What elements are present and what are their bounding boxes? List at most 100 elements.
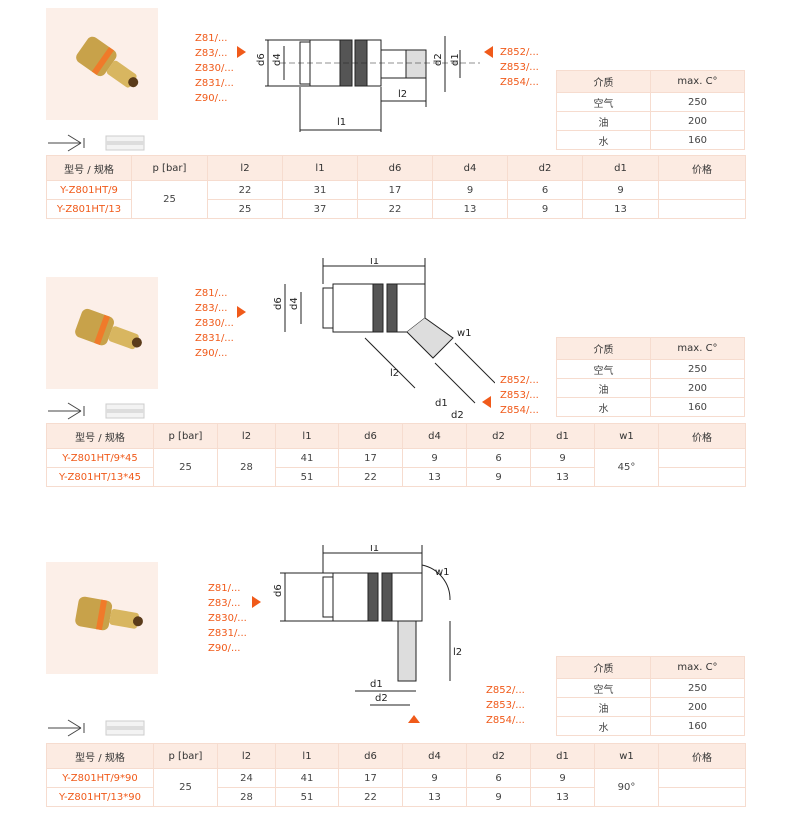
compatible-socket-link[interactable]: Z853/... — [486, 700, 525, 711]
column-header: l2 — [217, 743, 276, 769]
compatible-plug-link[interactable]: Z831/... — [208, 628, 247, 639]
column-header: l2 — [217, 423, 276, 449]
dimension-cell: 28 — [217, 787, 276, 807]
price-cell — [658, 199, 746, 219]
compatible-socket-link[interactable]: Z852/... — [500, 375, 539, 386]
column-header: 价格 — [658, 423, 746, 449]
price-cell — [658, 768, 746, 788]
column-header: 型号 / 规格 — [46, 155, 132, 181]
model-link[interactable]: Y-Z801HT/9 — [46, 180, 132, 200]
pressure-cell: 25 — [153, 448, 218, 487]
svg-text:l2: l2 — [390, 368, 399, 379]
model-link[interactable]: Y-Z801HT/9*45 — [46, 448, 154, 468]
price-cell — [658, 787, 746, 807]
dimension-cell: 13 — [402, 467, 467, 487]
svg-text:d6: d6 — [273, 297, 284, 310]
dimension-cell: 51 — [275, 787, 339, 807]
dimension-cell: 17 — [338, 448, 403, 468]
arrow-right-icon — [237, 46, 246, 58]
compatible-plug-link[interactable]: Z81/... — [195, 33, 228, 44]
svg-text:d6: d6 — [256, 53, 267, 66]
svg-text:w1: w1 — [435, 567, 450, 578]
compatible-plugs-list: Z81/... Z83/... Z830/... Z831/... Z90/... — [195, 286, 234, 361]
max-temp-cell: 200 — [650, 378, 745, 398]
dimension-cell: 9 — [466, 467, 531, 487]
dimension-cell: 25 — [207, 199, 283, 219]
svg-text:l1: l1 — [337, 117, 346, 128]
dimension-cell: 31 — [282, 180, 358, 200]
model-link[interactable]: Y-Z801HT/13*45 — [46, 467, 154, 487]
compatible-plug-link[interactable]: Z830/... — [208, 613, 247, 624]
compatible-socket-link[interactable]: Z854/... — [486, 715, 525, 726]
medium-cell: 空气 — [556, 678, 651, 698]
product-photo — [46, 8, 158, 120]
model-link[interactable]: Y-Z801HT/13 — [46, 199, 132, 219]
compatible-plug-link[interactable]: Z831/... — [195, 78, 234, 89]
compatible-socket-link[interactable]: Z854/... — [500, 405, 539, 416]
svg-text:w1: w1 — [457, 328, 472, 339]
svg-text:d6: d6 — [273, 584, 284, 597]
arrow-right-icon — [252, 596, 261, 608]
svg-text:l1: l1 — [370, 545, 379, 554]
dimension-cell: 22 — [338, 467, 403, 487]
compatible-socket-link[interactable]: Z852/... — [486, 685, 525, 696]
compatible-socket-link[interactable]: Z853/... — [500, 390, 539, 401]
column-header: d2 — [466, 743, 531, 769]
compatible-plug-link[interactable]: Z81/... — [195, 288, 228, 299]
dimension-cell: 17 — [357, 180, 433, 200]
model-link[interactable]: Y-Z801HT/9*90 — [46, 768, 154, 788]
dimension-cell: 9 — [507, 199, 583, 219]
product-photo — [46, 562, 158, 674]
medium-cell: 油 — [556, 697, 651, 717]
arrow-right-icon — [237, 306, 246, 318]
compatible-plugs-list: Z81/... Z83/... Z830/... Z831/... Z90/... — [208, 581, 247, 656]
max-temp-cell: 200 — [650, 111, 745, 131]
column-header: max. C° — [650, 337, 745, 360]
compatible-socket-link[interactable]: Z853/... — [500, 62, 539, 73]
column-header: d1 — [530, 423, 595, 449]
pressure-cell: 25 — [131, 180, 208, 219]
column-header: d6 — [357, 155, 433, 181]
compatible-plug-link[interactable]: Z90/... — [195, 93, 228, 104]
column-header: l1 — [275, 743, 339, 769]
dimension-cell: 9 — [432, 180, 508, 200]
svg-text:d4: d4 — [272, 53, 283, 66]
compatible-plug-link[interactable]: Z831/... — [195, 333, 234, 344]
compatible-plug-link[interactable]: Z83/... — [195, 303, 228, 314]
arrow-icon — [482, 396, 491, 408]
svg-text:d2: d2 — [433, 53, 444, 66]
compatible-socket-link[interactable]: Z852/... — [500, 47, 539, 58]
model-link[interactable]: Y-Z801HT/13*90 — [46, 787, 154, 807]
column-header: d1 — [530, 743, 595, 769]
pressure-cell: 25 — [153, 768, 218, 807]
column-header: d1 — [582, 155, 659, 181]
compatible-socket-link[interactable]: Z854/... — [500, 77, 539, 88]
compatible-plug-link[interactable]: Z830/... — [195, 63, 234, 74]
compatible-plug-link[interactable]: Z83/... — [208, 598, 241, 609]
compatible-plug-link[interactable]: Z90/... — [195, 348, 228, 359]
dimension-cell: 6 — [466, 448, 531, 468]
compatible-plug-link[interactable]: Z81/... — [208, 583, 241, 594]
compatible-plug-link[interactable]: Z830/... — [195, 318, 234, 329]
compatible-plug-link[interactable]: Z83/... — [195, 48, 228, 59]
compatible-plug-link[interactable]: Z90/... — [208, 643, 241, 654]
medium-cell: 空气 — [556, 359, 651, 379]
medium-cell: 油 — [556, 378, 651, 398]
